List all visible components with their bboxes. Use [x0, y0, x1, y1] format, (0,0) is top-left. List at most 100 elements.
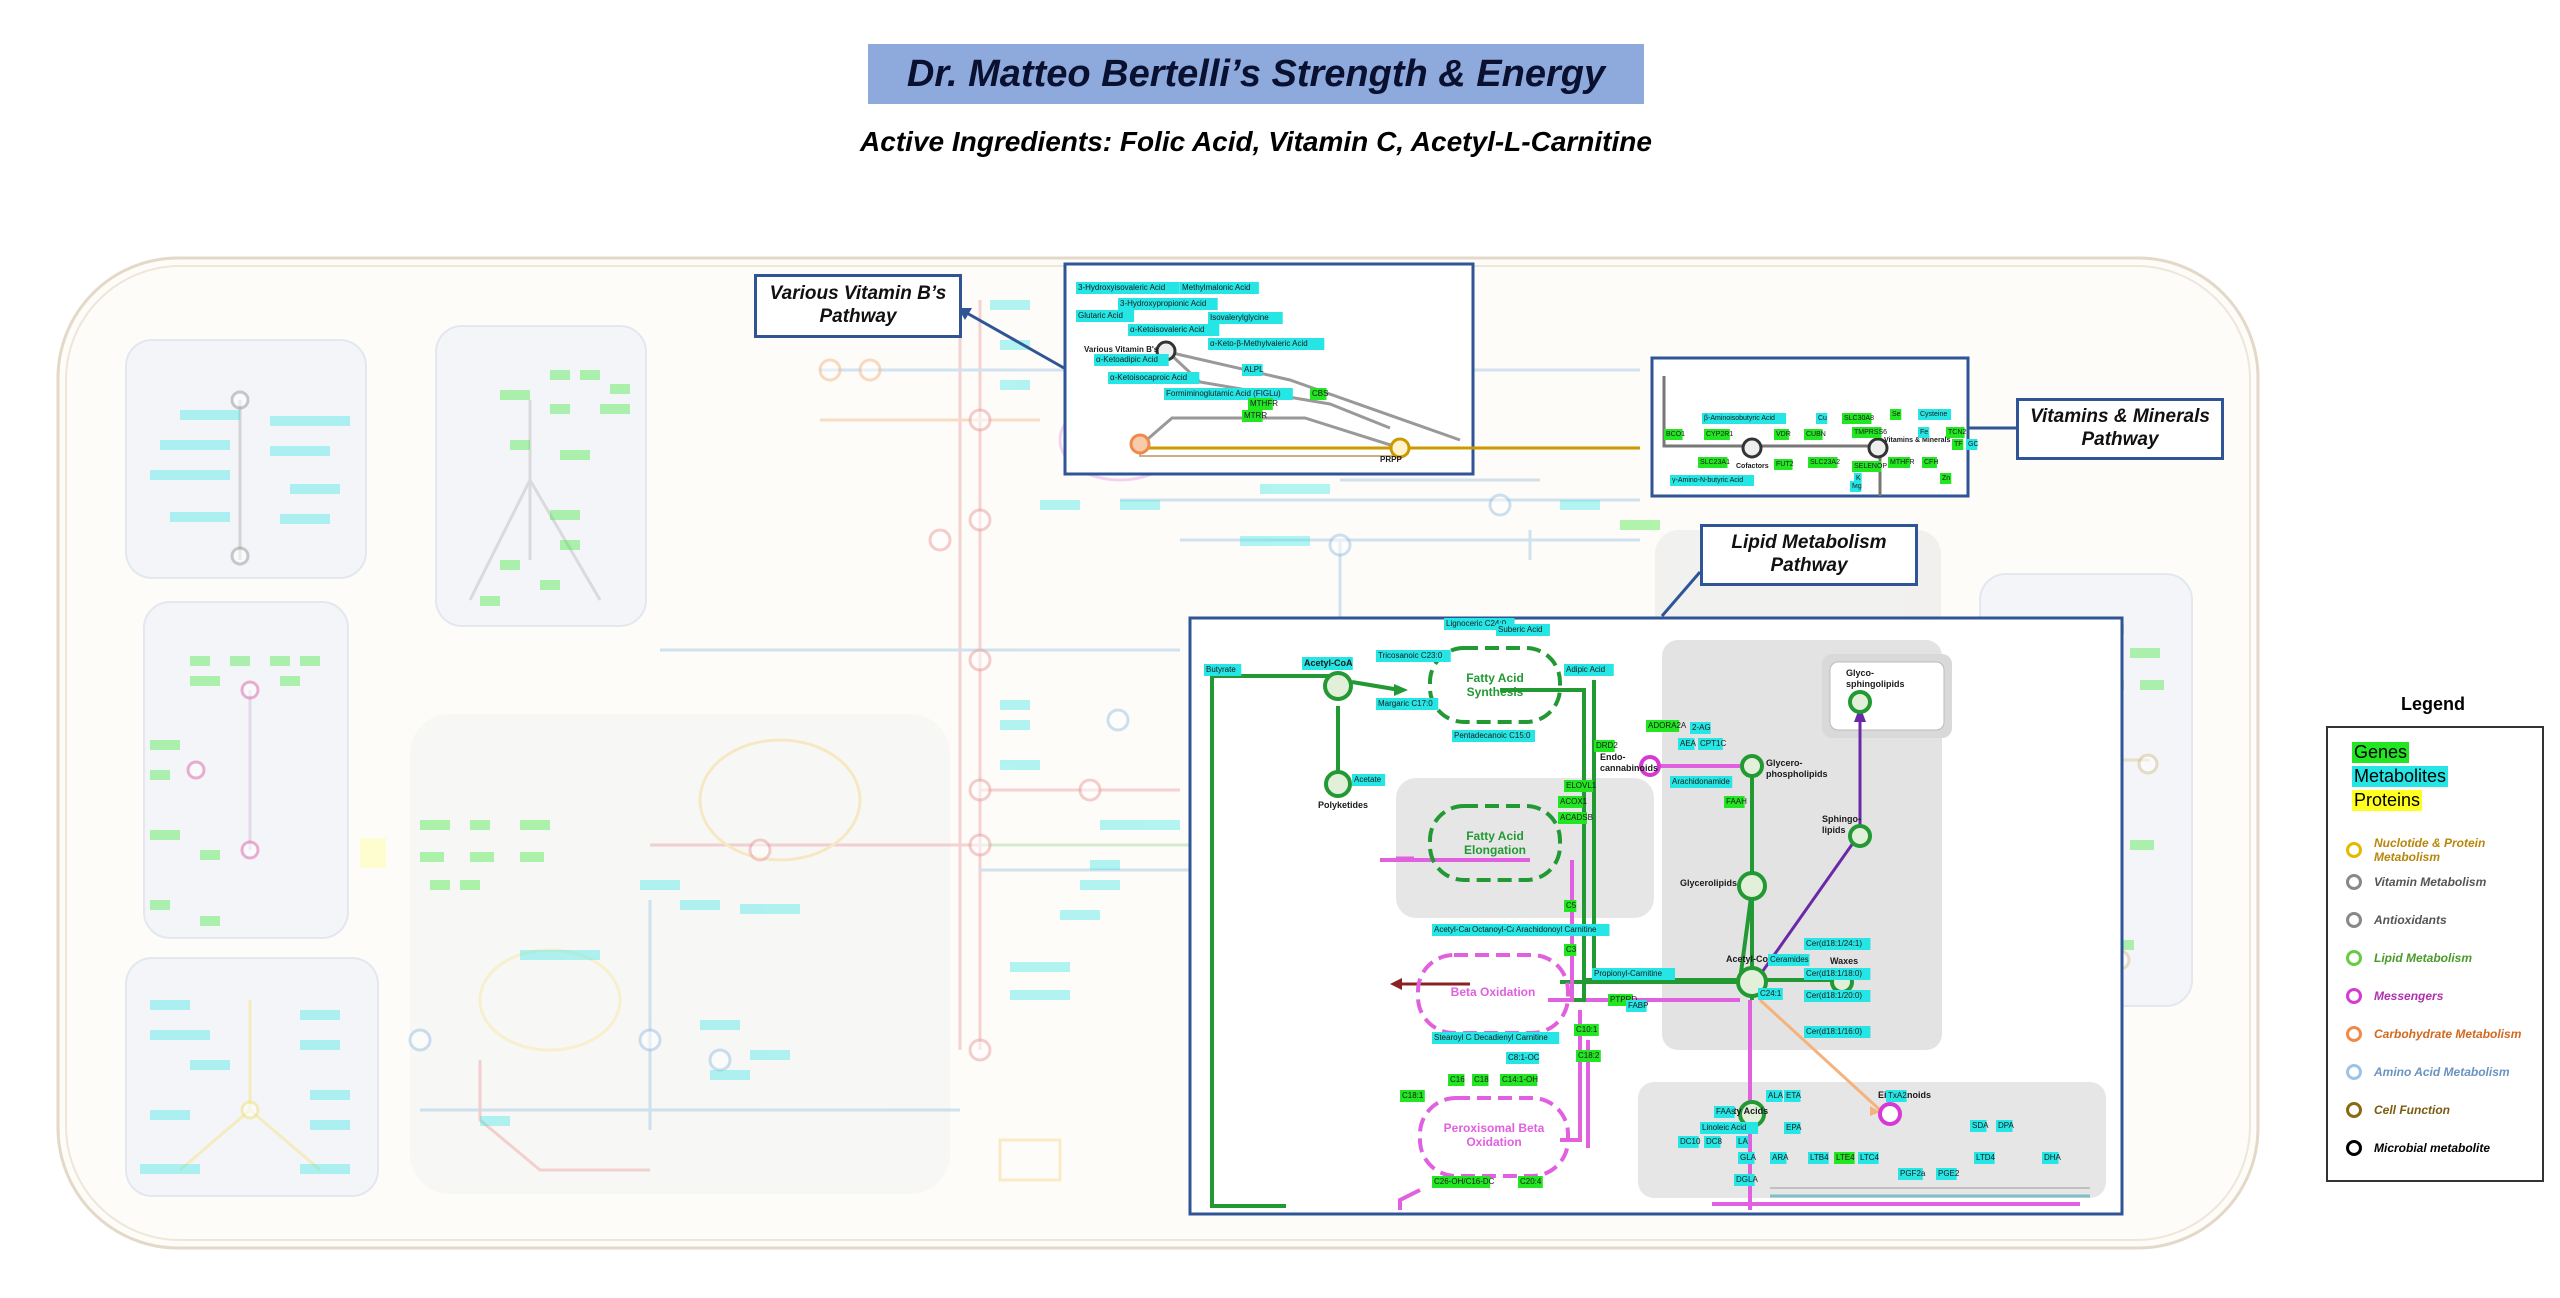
lipid-label: Acetyl-Carnitine — [1434, 925, 1491, 934]
label-chip-bg — [1734, 1174, 1755, 1186]
label-chip-bg — [1574, 1024, 1599, 1036]
mineral-label: γ-Amino-N-butyric Acid — [1672, 477, 1743, 484]
lipid-label: Linoleic Acid — [1702, 1123, 1746, 1132]
label-chip-bg — [1376, 650, 1451, 662]
label-chip-bg — [1774, 459, 1793, 470]
legend-circle-icon — [2346, 1140, 2362, 1156]
legend-genes: Genes — [2352, 742, 2410, 763]
label-chip-bg — [1966, 439, 1978, 450]
label-chip-bg — [1448, 1074, 1465, 1086]
label-chip-bg — [1738, 1152, 1755, 1164]
label-chip-bg — [1700, 1122, 1759, 1134]
lipid-label: C8:1-OC — [1508, 1053, 1540, 1062]
legend-item: Microbial metabolite — [2346, 1140, 2524, 1156]
label-chip-bg — [1400, 1090, 1425, 1102]
label-chip-bg — [1758, 988, 1783, 1000]
legend-item-label: Antioxidants — [2374, 912, 2447, 927]
label-chip-bg — [1804, 429, 1823, 440]
mineral-label: MTHFR — [1890, 459, 1915, 466]
label-chip-bg — [1854, 473, 1862, 484]
lipid-label: DC8 — [1706, 1137, 1723, 1146]
label-chip-bg — [1558, 812, 1587, 824]
vitamin-b-label: CBS — [1312, 389, 1328, 398]
lipid-label: C18:2 — [1578, 1051, 1600, 1060]
lipid-node-label: Sphingo-lipids — [1822, 814, 1861, 835]
vitamin-b-label: Methylmalonic Acid — [1182, 283, 1250, 292]
lipid-label: LA — [1738, 1137, 1748, 1146]
label-chip-bg — [1564, 900, 1577, 912]
lipid-label: Pentadecanoic C15:0 — [1454, 731, 1531, 740]
vitamin-b-label: Various Vitamin B's — [1084, 345, 1159, 354]
minerals-inset — [1650, 356, 1970, 498]
vitamin-b-label: α-Keto-β-Methylvaleric Acid — [1210, 339, 1308, 348]
label-chip-bg — [1702, 413, 1787, 424]
lipid-label: EPA — [1786, 1123, 1802, 1132]
label-chip-bg — [2042, 1152, 2059, 1164]
lipid-label: LTE4 — [1836, 1153, 1855, 1162]
mineral-label: β-Aminoisobutyric Acid — [1704, 415, 1775, 422]
legend-circle-icon — [2346, 874, 2362, 890]
label-chip-bg — [1784, 1090, 1801, 1102]
lipid-label: Arachidonoyl Carnitine — [1516, 925, 1597, 934]
mineral-label: FUT2 — [1776, 461, 1794, 468]
label-chip-bg — [1108, 372, 1200, 384]
lipid-label: Tricosanoic C23:0 — [1378, 651, 1443, 660]
legend-item: Vitamin Metabolism — [2346, 874, 2524, 890]
label-chip-bg — [1808, 457, 1838, 468]
lipid-inset — [1188, 616, 2124, 1216]
label-chip-bg — [1576, 1050, 1601, 1062]
vitamin-b-label: MTRR — [1244, 411, 1267, 420]
label-chip-bg — [1626, 1000, 1647, 1012]
legend-item: Amino Acid Metabolism — [2346, 1064, 2524, 1080]
vitamin-b-label: Glutaric Acid — [1078, 311, 1123, 320]
label-chip-bg — [1918, 409, 1952, 420]
lipid-label: FAAH — [1726, 797, 1747, 806]
lipid-label: AEA — [1680, 739, 1697, 748]
vitamin-b-label: PRPP — [1380, 455, 1402, 464]
label-chip-bg — [1698, 738, 1723, 750]
label-chip-bg — [1514, 924, 1610, 936]
label-chip-bg — [1432, 1176, 1491, 1188]
callout-minerals: Vitamins & Minerals Pathway — [2016, 398, 2224, 460]
lipid-label: FABP — [1628, 1001, 1648, 1010]
legend-title: Legend — [2400, 694, 2465, 714]
label-chip-bg — [1804, 938, 1871, 950]
legend-item: Lipid Metabolism — [2346, 950, 2524, 966]
lipid-label: LTC4 — [1860, 1153, 1880, 1162]
lipid-node-label: Fatty Acids — [1720, 1106, 1768, 1116]
legend-item-label: Vitamin Metabolism — [2374, 874, 2487, 889]
label-chip-bg — [1974, 1152, 1995, 1164]
lipid-node-label: Glyco-sphingolipids — [1846, 668, 1905, 689]
lipid-label: PTPRD — [1610, 995, 1637, 1004]
faded-label-chips — [140, 300, 2164, 1174]
label-chip-bg — [1922, 457, 1937, 468]
label-chip-bg — [1952, 439, 1964, 450]
label-chip-bg — [1678, 1136, 1699, 1148]
lipid-label: Propionyl-Carnitine — [1594, 969, 1663, 978]
title-banner: Dr. Matteo Bertelli’s Strength & Energy — [868, 44, 1644, 104]
label-chip-bg — [1784, 1122, 1801, 1134]
label-chip-bg — [1970, 1120, 1987, 1132]
legend-proteins: Proteins — [2352, 790, 2423, 811]
legend-item-label: Messengers — [2374, 988, 2444, 1003]
label-chip-bg — [1208, 312, 1283, 324]
lipid-label: Arachidonamide — [1672, 777, 1730, 786]
callout-vitamin-b: Various Vitamin B’s Pathway — [754, 274, 962, 338]
label-chip-bg — [1804, 990, 1871, 1002]
label-chip-bg — [1204, 664, 1242, 676]
legend-circle-icon — [2346, 1026, 2362, 1042]
label-chip-bg — [1670, 776, 1733, 788]
label-chip-bg — [1564, 664, 1614, 676]
legend-item-label: Amino Acid Metabolism — [2374, 1064, 2510, 1079]
lipid-label: C10:1 — [1576, 1025, 1598, 1034]
lipid-label: CPT1C — [1700, 739, 1726, 748]
label-chip-bg — [1646, 720, 1680, 732]
vitamin-b-label: Isovalerylglycine — [1210, 313, 1269, 322]
label-chip-bg — [1670, 475, 1755, 486]
label-chip-bg — [1724, 796, 1745, 808]
lipid-label: Cer(d18:1/20:0) — [1806, 991, 1862, 1000]
label-chip-bg — [1558, 796, 1583, 808]
label-chip-bg — [1936, 1168, 1957, 1180]
